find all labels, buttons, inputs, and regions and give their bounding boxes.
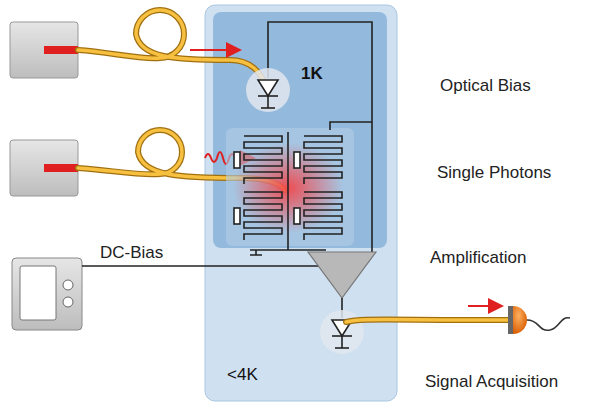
stage-label: DC-Bias [100, 243, 163, 263]
optical-fiber [346, 320, 508, 323]
resistor-symbol [294, 152, 300, 168]
nanowire-meander [304, 192, 342, 240]
temperature-label: <4K [227, 365, 258, 385]
dc-source [12, 258, 82, 330]
snspd-array [226, 128, 354, 255]
readout-wire [330, 122, 372, 130]
cryostat-4k [205, 5, 397, 401]
optical-fiber [78, 10, 266, 88]
light-arrow [190, 49, 238, 51]
dc-bias-wire [82, 265, 320, 267]
nanowire-meander [244, 192, 282, 240]
bias-wire [268, 22, 372, 252]
cryostat-region: <4K 1K [205, 5, 397, 401]
temperature-label: 1K [301, 64, 323, 84]
resistor-symbol [234, 208, 240, 224]
laser-source [10, 140, 78, 196]
stage-label: Amplification [430, 248, 526, 268]
stage-1k [213, 12, 387, 248]
cold-stage-region: 1K [213, 12, 387, 248]
laser-source [10, 22, 78, 78]
stage-label: Single Photons [437, 163, 551, 183]
photodetector [508, 306, 570, 334]
stage-label: Optical Bias [440, 76, 531, 96]
output-diode [320, 310, 364, 354]
amplifier [308, 252, 376, 298]
nanowire-meander [244, 136, 282, 184]
photodiode [246, 68, 290, 112]
light-arrow [468, 305, 500, 307]
resistor-symbol [294, 208, 300, 224]
nanowire-meander [304, 136, 342, 184]
stage-label: Signal Acquisition [425, 372, 558, 392]
resistor-symbol [234, 152, 240, 168]
